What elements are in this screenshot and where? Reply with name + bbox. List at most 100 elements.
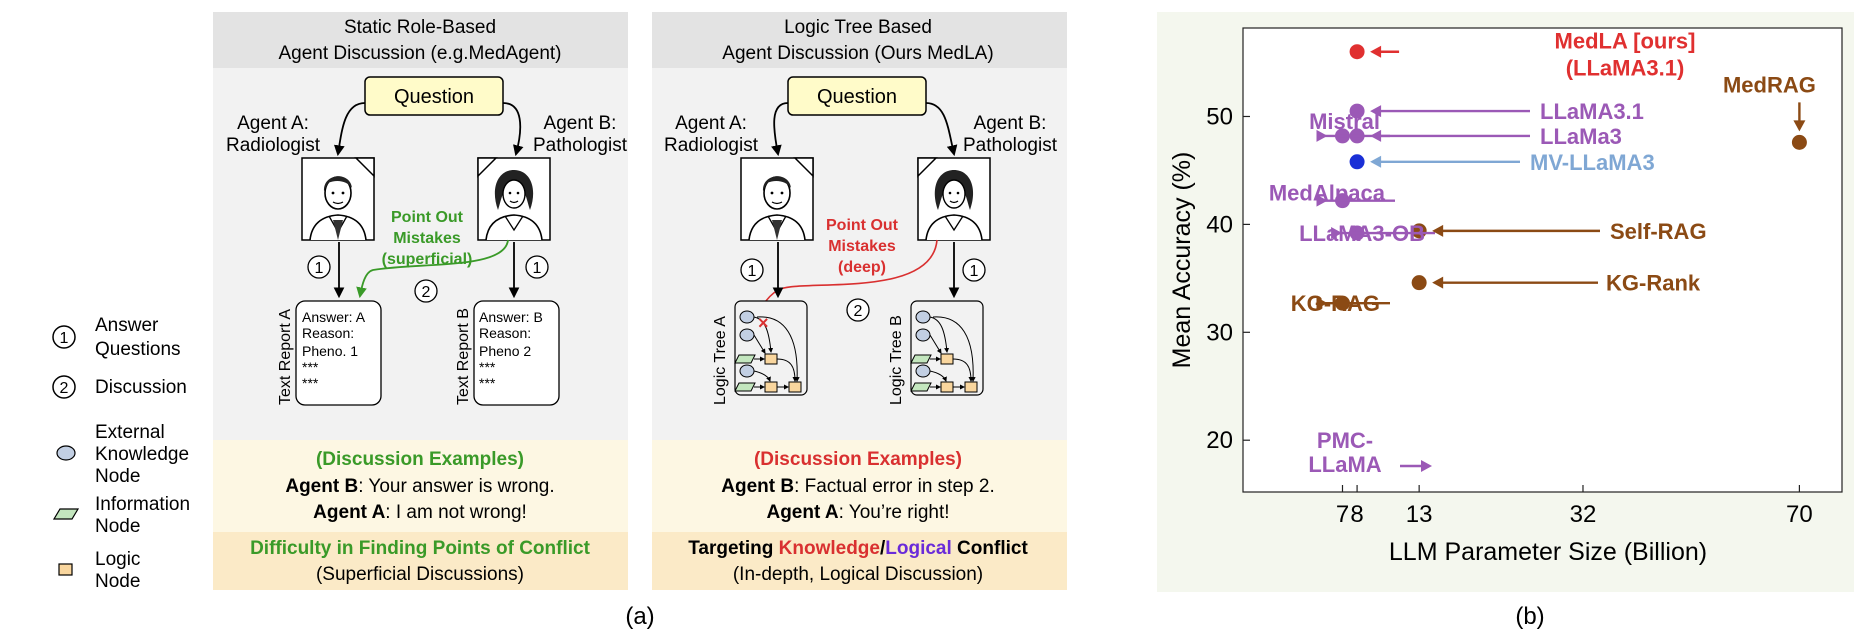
report-a-line: Pheno. 1 bbox=[302, 343, 358, 359]
left-panel: Static Role-Based Agent Discussion (e.g.… bbox=[213, 12, 628, 590]
agent-a-l1: Agent A: bbox=[675, 113, 747, 134]
agent-b-l1: Agent B: bbox=[544, 113, 617, 134]
left-mistakes-l2: Mistakes bbox=[393, 230, 461, 247]
label-arrowhead bbox=[1316, 297, 1328, 310]
legend-ext-l2: Knowledge bbox=[95, 444, 189, 465]
right-mistakes-l3: (deep) bbox=[838, 259, 886, 276]
point-label: Mistral bbox=[1309, 109, 1380, 134]
tree-a-label: Logic Tree A bbox=[712, 316, 729, 405]
right-footer-l2: (In-depth, Logical Discussion) bbox=[733, 564, 983, 585]
y-tick-label: 20 bbox=[1206, 427, 1233, 454]
right-example-1: Agent B: Factual error in step 2. bbox=[721, 476, 994, 497]
legend-ext-l3: Node bbox=[95, 466, 140, 487]
agent-a-l1: Agent A: bbox=[237, 113, 309, 134]
x-tick-label: 32 bbox=[1570, 501, 1597, 528]
right-footer-l1: Targeting Knowledge/Logical Conflict bbox=[688, 538, 1028, 559]
caption-b: (b) bbox=[1515, 603, 1544, 630]
label-arrowhead bbox=[1370, 45, 1382, 58]
legend-answer-l1: Answer bbox=[95, 315, 159, 336]
label-arrowhead bbox=[1421, 460, 1432, 472]
right-step1-a: 1 bbox=[748, 263, 757, 280]
point-label: MedAlpaca bbox=[1269, 181, 1386, 206]
x-tick-label: 70 bbox=[1786, 501, 1813, 528]
tree-b-label: Logic Tree B bbox=[888, 315, 905, 405]
legend-logic-l1: Logic bbox=[95, 549, 140, 570]
radiologist-avatar bbox=[740, 157, 814, 241]
y-tick-label: 40 bbox=[1206, 211, 1233, 238]
label-arrowhead bbox=[1316, 194, 1328, 207]
right-step2: 2 bbox=[854, 303, 863, 320]
report-a-line: *** bbox=[302, 359, 319, 375]
legend-logic-l2: Node bbox=[95, 571, 140, 592]
point-label: Self-RAG bbox=[1610, 219, 1707, 244]
logic-tree-a bbox=[735, 301, 807, 395]
legend-info-l1: Information bbox=[95, 494, 190, 515]
right-mistakes-l1: Point Out bbox=[826, 217, 899, 234]
point-labels: MedLA [ours](LLaMA3.1)LLaMA3.1LLaMa3MV-L… bbox=[1269, 29, 1816, 477]
point-label: (LLaMA3.1) bbox=[1566, 56, 1685, 81]
legend-info-l2: Node bbox=[95, 516, 140, 537]
right-title-l2: Agent Discussion (Ours MedLA) bbox=[722, 43, 993, 64]
question-box bbox=[364, 76, 504, 116]
logic-node-icon bbox=[58, 563, 73, 576]
right-panel-header bbox=[652, 12, 1067, 68]
left-panel-header bbox=[213, 12, 628, 68]
label-arrowhead bbox=[1793, 120, 1806, 132]
right-step1-b: 1 bbox=[970, 263, 979, 280]
report-b-line: Pheno 2 bbox=[479, 343, 531, 359]
point-label: MedRAG bbox=[1723, 72, 1816, 97]
right-panel-footer bbox=[652, 532, 1067, 590]
data-point bbox=[1411, 223, 1427, 239]
left-step1-b: 1 bbox=[533, 260, 542, 277]
right-examples-title: (Discussion Examples) bbox=[754, 449, 962, 470]
right-mistakes-l2: Mistakes bbox=[828, 238, 896, 255]
legend-answer-l2: Questions bbox=[95, 339, 181, 360]
data-point bbox=[1411, 275, 1427, 291]
agent-b-l2: Pathologist bbox=[533, 135, 628, 156]
caption-a: (a) bbox=[625, 603, 654, 630]
data-point bbox=[1349, 154, 1365, 170]
conflict-mark-icon: × bbox=[758, 313, 769, 333]
question-label: Question bbox=[394, 86, 474, 108]
data-points bbox=[1334, 44, 1807, 311]
agent-a-l2: Radiologist bbox=[226, 135, 321, 156]
left-footer-l1: Difficulty in Finding Points of Conflict bbox=[250, 538, 591, 559]
answer-step-icon bbox=[52, 325, 76, 349]
legend: 1 Answer Questions 2 Discussion External… bbox=[52, 315, 190, 592]
report-b-line: Answer: B bbox=[479, 309, 543, 325]
left-title-l1: Static Role-Based bbox=[344, 17, 496, 38]
point-label: KG-Rank bbox=[1606, 271, 1701, 296]
x-axis-label: LLM Parameter Size (Billion) bbox=[1389, 538, 1707, 566]
point-label: LLaMA3.1 bbox=[1540, 99, 1644, 124]
label-arrowhead bbox=[1432, 276, 1444, 289]
report-a-line: Answer: A bbox=[302, 309, 366, 325]
data-point bbox=[1349, 44, 1365, 60]
left-panel-footer bbox=[213, 532, 628, 590]
point-label: MV-LLaMA3 bbox=[1530, 150, 1655, 175]
right-example-2: Agent A: You’re right! bbox=[766, 502, 949, 523]
left-footer-l2: (Superficial Discussions) bbox=[316, 564, 524, 585]
logic-tree-b bbox=[911, 301, 983, 395]
agent-b-l1: Agent B: bbox=[974, 113, 1047, 134]
discussion-step-number: 2 bbox=[60, 380, 69, 397]
plot-area bbox=[1242, 27, 1843, 493]
answer-step-number: 1 bbox=[60, 330, 69, 347]
question-label: Question bbox=[817, 86, 897, 108]
information-node-icon bbox=[52, 508, 80, 520]
label-arrowhead bbox=[1432, 224, 1444, 237]
agent-a-l2: Radiologist bbox=[664, 135, 759, 156]
right-panel: Logic Tree Based Agent Discussion (Ours … bbox=[652, 12, 1067, 590]
y-axis-label: Mean Accuracy (%) bbox=[1168, 152, 1196, 369]
y-tick-label: 30 bbox=[1206, 319, 1233, 346]
left-mistakes-l1: Point Out bbox=[391, 209, 464, 226]
label-arrowhead bbox=[1316, 129, 1328, 142]
legend-ext-l1: External bbox=[95, 422, 165, 443]
data-point bbox=[1791, 134, 1807, 150]
right-panel-body bbox=[652, 68, 1067, 440]
left-panel-examples bbox=[213, 440, 628, 532]
left-example-2: Agent A: I am not wrong! bbox=[313, 502, 527, 523]
